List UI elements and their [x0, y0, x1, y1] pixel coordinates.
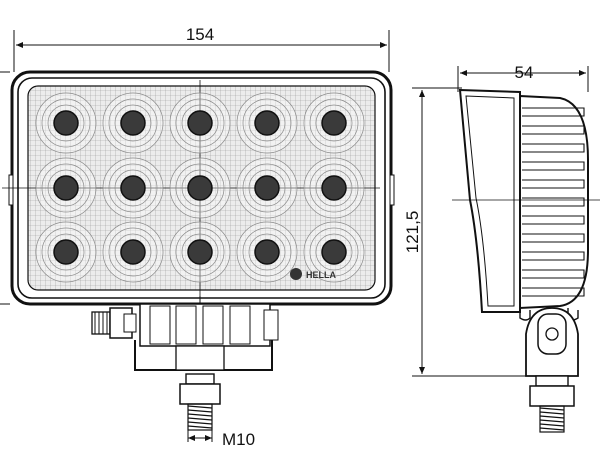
- led: [120, 239, 146, 265]
- led-ring: [315, 233, 353, 271]
- led-ring: [181, 233, 219, 271]
- led-ring: [175, 98, 225, 148]
- thread-line: [539, 419, 565, 423]
- led: [187, 110, 213, 136]
- cooling-fins: [522, 107, 585, 297]
- led-ring: [114, 104, 152, 142]
- led-ring: [315, 169, 353, 207]
- led-ring: [248, 169, 286, 207]
- led-ring: [108, 98, 158, 148]
- led: [254, 175, 280, 201]
- led-array: [35, 92, 365, 283]
- led-ring: [47, 233, 85, 271]
- led: [321, 110, 347, 136]
- led-ring: [41, 163, 91, 213]
- led: [321, 239, 347, 265]
- led-ring: [41, 98, 91, 148]
- thread-line: [539, 423, 565, 427]
- cooling-fin: [522, 125, 585, 135]
- led-ring: [175, 227, 225, 277]
- led-ring: [242, 227, 292, 277]
- heat-sink: [519, 94, 589, 310]
- cooling-fin: [522, 233, 585, 243]
- led: [120, 110, 146, 136]
- led: [53, 175, 79, 201]
- brand-logo: HELLA: [290, 268, 336, 280]
- cable-connector: [91, 307, 137, 339]
- thread-line: [539, 427, 565, 431]
- logo-text: HELLA: [306, 270, 336, 280]
- cooling-fin: [522, 251, 585, 261]
- cooling-fin: [522, 161, 585, 171]
- cooling-fin: [522, 179, 585, 189]
- thread-line: [539, 411, 565, 415]
- mounting-bolt: [179, 373, 221, 431]
- led-ring: [309, 163, 359, 213]
- height-dimension-label: 121,5: [403, 211, 422, 254]
- led: [53, 239, 79, 265]
- logo-mark-icon: [290, 268, 302, 280]
- thread-body: [539, 405, 565, 433]
- led-ring: [108, 227, 158, 277]
- thread-body: [187, 403, 213, 431]
- led: [53, 110, 79, 136]
- thread-line: [187, 425, 213, 429]
- led: [187, 239, 213, 265]
- led-ring: [181, 169, 219, 207]
- thread-line: [187, 421, 213, 425]
- cooling-fin: [522, 269, 585, 279]
- mounting-bracket: [134, 296, 279, 371]
- led: [254, 239, 280, 265]
- led-ring: [309, 98, 359, 148]
- side-bezel: [458, 88, 521, 313]
- cooling-fin: [522, 197, 585, 207]
- cooling-fin: [522, 143, 585, 153]
- led-ring: [248, 104, 286, 142]
- thread-dimension-label: M10: [222, 430, 255, 449]
- led: [321, 175, 347, 201]
- led-ring: [114, 233, 152, 271]
- led-ring: [175, 163, 225, 213]
- front-view: 154 HELLA: [2, 25, 395, 449]
- width-dimension-label: 154: [186, 25, 214, 44]
- led-ring: [108, 163, 158, 213]
- thread-line: [187, 405, 213, 409]
- thread-line: [187, 417, 213, 421]
- led-ring: [181, 104, 219, 142]
- thread-line: [187, 409, 213, 413]
- depth-dimension-label: 54: [515, 63, 534, 82]
- cooling-fin: [522, 287, 585, 297]
- led: [254, 110, 280, 136]
- led-ring: [242, 163, 292, 213]
- led-ring: [242, 98, 292, 148]
- led-ring: [114, 169, 152, 207]
- led-ring: [41, 227, 91, 277]
- thread-line: [187, 413, 213, 417]
- side-view: 54 121,5: [403, 63, 600, 433]
- thread-line: [539, 415, 565, 419]
- led-ring: [248, 233, 286, 271]
- thread-line: [539, 407, 565, 411]
- led-ring: [309, 227, 359, 277]
- cooling-fin: [522, 215, 585, 225]
- led-ring: [315, 104, 353, 142]
- side-bracket: [519, 307, 579, 433]
- led: [187, 175, 213, 201]
- led-ring: [47, 104, 85, 142]
- cooling-fin: [522, 107, 585, 117]
- led: [120, 175, 146, 201]
- led-ring: [47, 169, 85, 207]
